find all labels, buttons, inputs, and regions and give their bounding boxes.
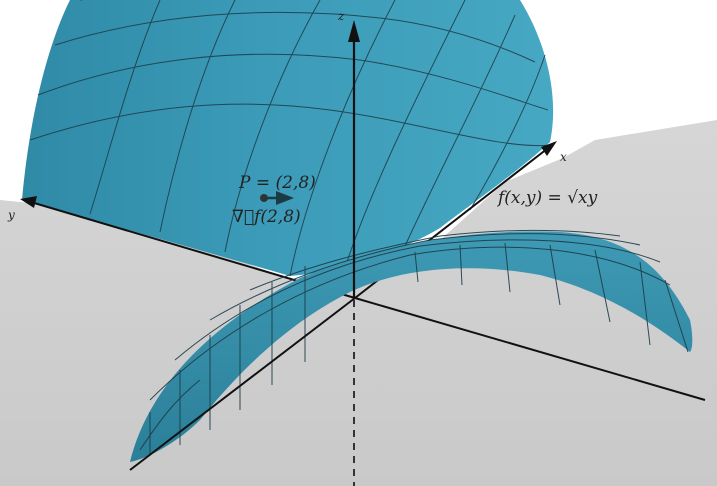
surface-front-mesh xyxy=(139,229,689,455)
y-axis-arrowhead xyxy=(20,196,37,208)
y-axis-label: y xyxy=(7,208,15,222)
surface-front-sheet xyxy=(130,231,693,462)
gradient-label: ∇⃗f(2,8) xyxy=(232,207,301,227)
function-label: f(x,y) = √xy xyxy=(496,188,598,208)
z-axis-arrowhead xyxy=(348,20,360,42)
x-axis-arrowhead xyxy=(541,141,557,156)
gradient-arrow-icon xyxy=(264,191,294,205)
y-axis-front xyxy=(129,297,356,471)
surface-back-sheet xyxy=(22,0,554,276)
x-axis-label: x xyxy=(560,150,567,164)
x-axis-front xyxy=(354,297,706,401)
z-axis-label: z xyxy=(337,9,345,23)
point-label: P = (2,8) xyxy=(238,173,316,193)
surface-back-mesh xyxy=(29,0,553,277)
